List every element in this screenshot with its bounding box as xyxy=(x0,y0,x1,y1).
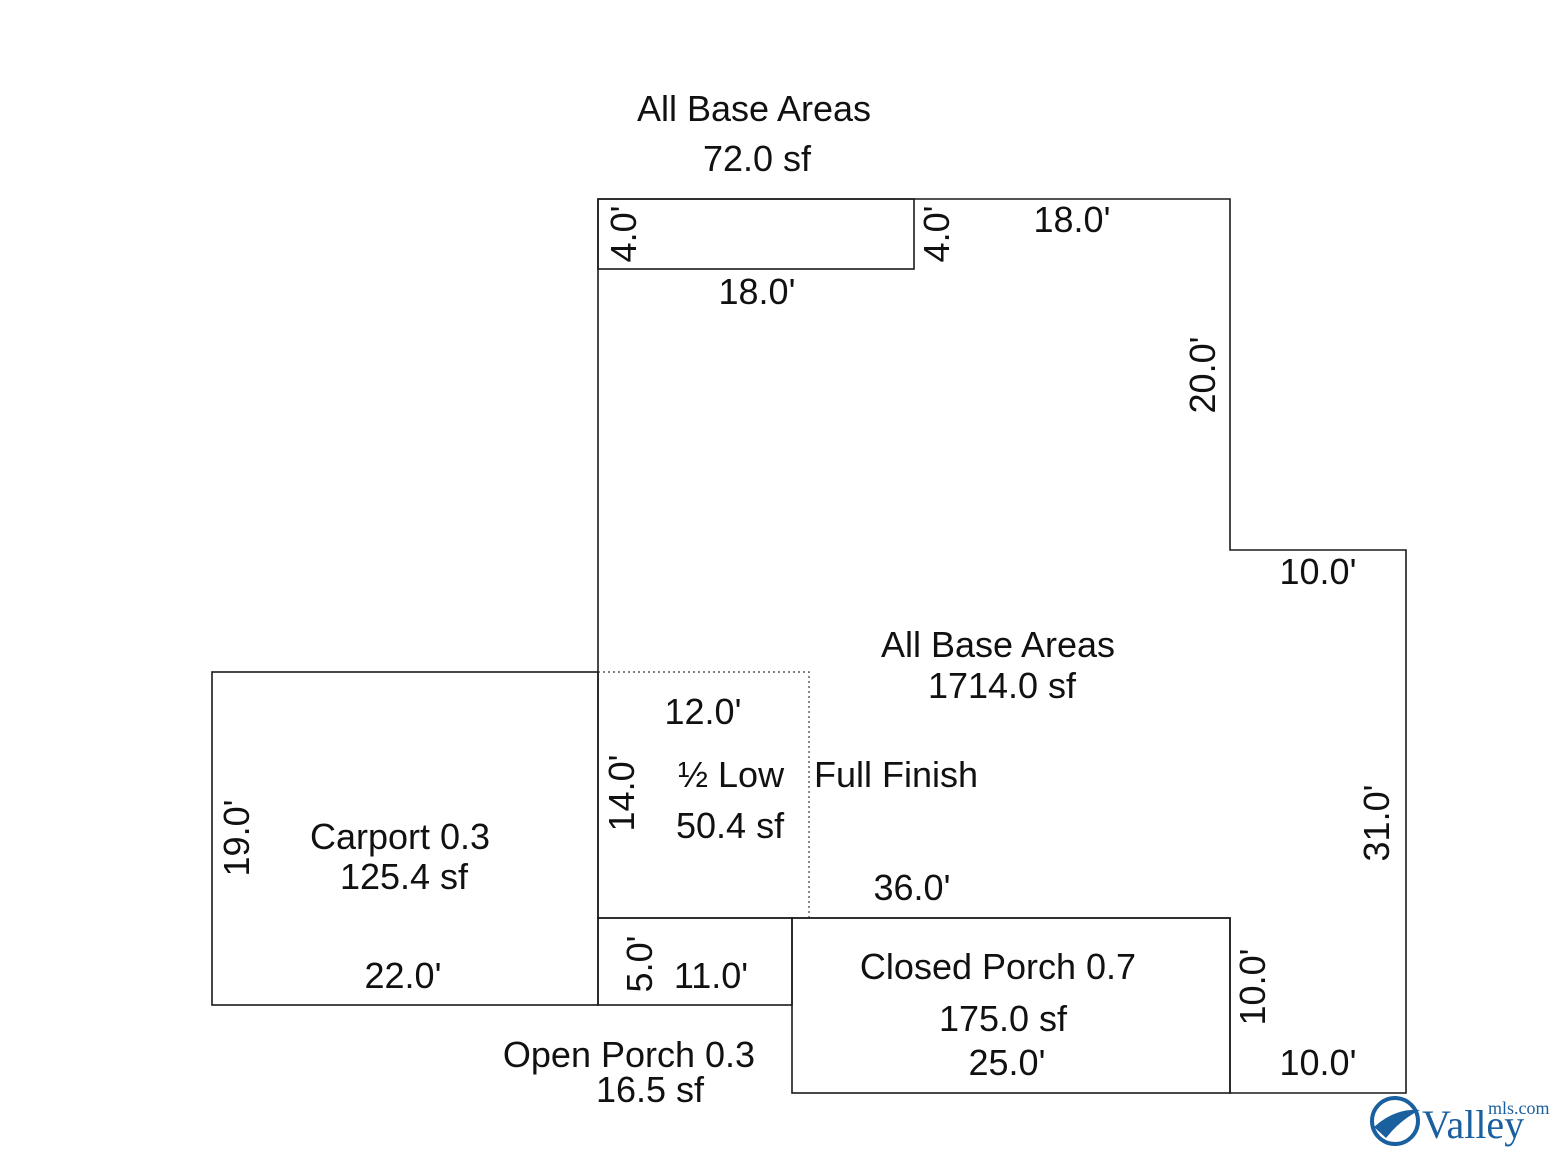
closed-porch-outline xyxy=(791,917,1231,1094)
valley-logo-icon xyxy=(1370,1096,1420,1146)
dim-top-small-bottom: 18.0' xyxy=(719,271,796,312)
closed-porch-area: 175.0 sf xyxy=(939,998,1068,1039)
base-top-name: All Base Areas xyxy=(637,88,871,129)
low-finish-name-2: Full Finish xyxy=(814,754,978,795)
dim-top-small-left: 4.0' xyxy=(603,206,644,263)
dim-open-porch-left: 5.0' xyxy=(619,936,660,993)
dim-bottom-right: 10.0' xyxy=(1280,1042,1357,1083)
dim-right-step: 10.0' xyxy=(1280,551,1357,592)
dim-right-upper: 20.0' xyxy=(1182,337,1223,414)
dim-right-lower: 31.0' xyxy=(1356,785,1397,862)
dim-porch-bottom: 25.0' xyxy=(969,1042,1046,1083)
low-finish-name: ½ Low xyxy=(678,754,785,795)
open-porch-area: 16.5 sf xyxy=(596,1069,705,1110)
low-finish-area: 50.4 sf xyxy=(676,805,785,846)
dim-carport-bottom: 22.0' xyxy=(365,955,442,996)
dim-top-small-right: 4.0' xyxy=(916,206,957,263)
small-base-area-outline xyxy=(597,198,915,270)
logo-brand: Valley xyxy=(1422,1102,1524,1147)
base-main-name: All Base Areas xyxy=(881,624,1115,665)
open-porch-name: Open Porch 0.3 xyxy=(503,1034,755,1075)
dim-porch-right: 10.0' xyxy=(1232,949,1273,1026)
base-top-area: 72.0 sf xyxy=(703,138,812,179)
dim-low-left: 14.0' xyxy=(601,755,642,832)
base-main-area: 1714.0 sf xyxy=(928,665,1077,706)
logo-suffix: mls.com xyxy=(1488,1098,1550,1118)
low-finish-outline xyxy=(598,671,810,918)
carport-outline xyxy=(211,671,599,1006)
carport-area: 125.4 sf xyxy=(340,856,469,897)
dim-top-right: 18.0' xyxy=(1034,199,1111,240)
carport-name: Carport 0.3 xyxy=(310,816,490,857)
valley-mls-logo: Valley mls.com xyxy=(1370,1096,1550,1147)
dim-open-porch-bottom: 11.0' xyxy=(674,955,748,996)
dim-carport-left: 19.0' xyxy=(216,800,257,877)
closed-porch-name: Closed Porch 0.7 xyxy=(860,946,1136,987)
dim-low-top: 12.0' xyxy=(665,691,742,732)
dim-base-bottom: 36.0' xyxy=(874,867,951,908)
